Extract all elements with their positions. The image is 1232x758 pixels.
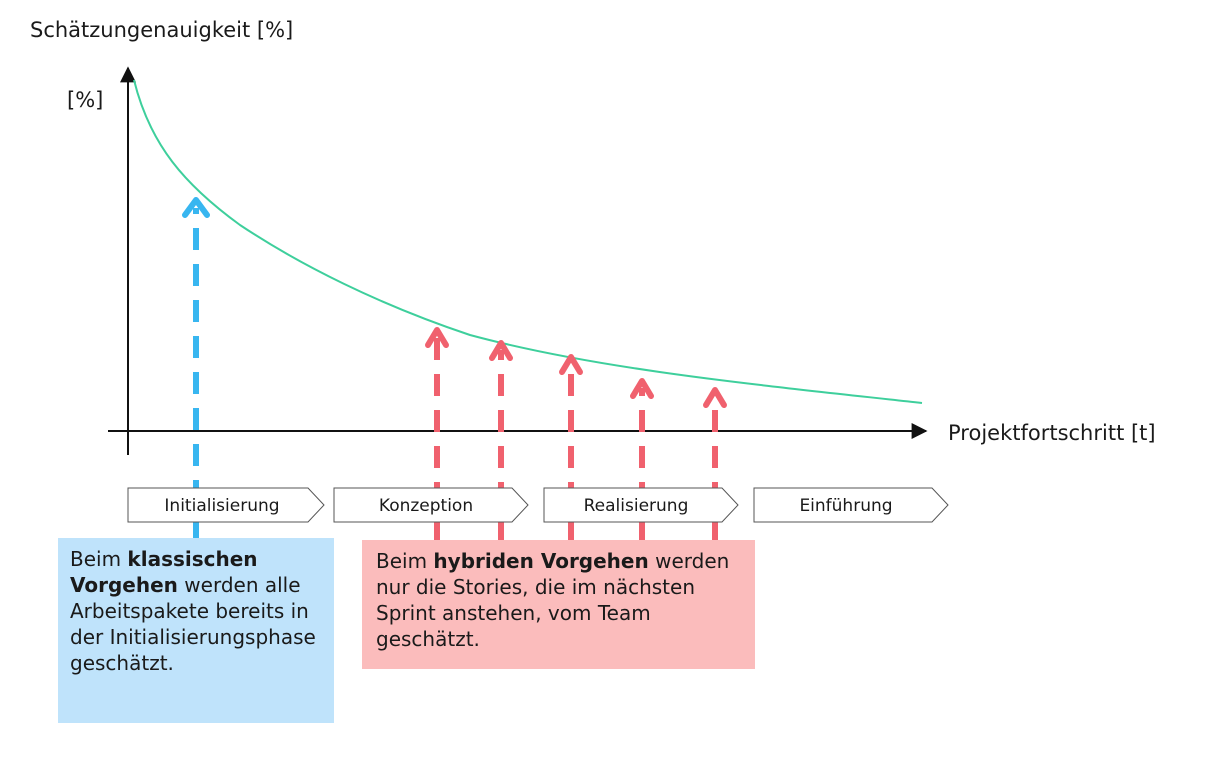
phase-label: Initialisierung [164,496,279,516]
classic-estimate-arrow [182,197,210,538]
note-emphasis: klassischen Vorgehen [70,547,258,597]
x-axis-title: Projektfortschritt [t] [948,421,1156,445]
note-text: Beim [376,549,434,573]
hybrid-approach-note: Beim hybriden Vorgehen werden nur die St… [362,540,755,669]
hybrid-estimate-arrow [559,354,583,540]
phase-realisierung: Realisierung [543,487,739,523]
phase-label: Konzeption [379,496,473,516]
y-axis-unit: [%] [67,88,104,112]
accuracy-curve [133,79,923,404]
classic-approach-note: Beim klassischen Vorgehen werden alle Ar… [58,538,334,723]
hybrid-estimate-arrow [703,387,727,540]
hybrid-estimate-arrow [425,327,449,540]
hybrid-estimate-arrow [489,340,513,540]
note-emphasis: hybriden Vorgehen [433,549,649,573]
y-axis-title: Schätzungenauigkeit [%] [30,18,294,42]
phase-initialisierung: Initialisierung [127,487,325,523]
phase-label: Realisierung [584,496,689,516]
phase-einfuehrung: Einführung [753,487,949,523]
note-text: werden nur die Stories, die im nächsten … [376,549,730,651]
hybrid-estimate-arrow [630,378,654,540]
phase-label: Einführung [799,496,892,516]
note-text: Beim [70,547,128,571]
phase-konzeption: Konzeption [333,487,529,523]
note-text: werden alle Arbeitspakete bereits in der… [70,573,316,675]
